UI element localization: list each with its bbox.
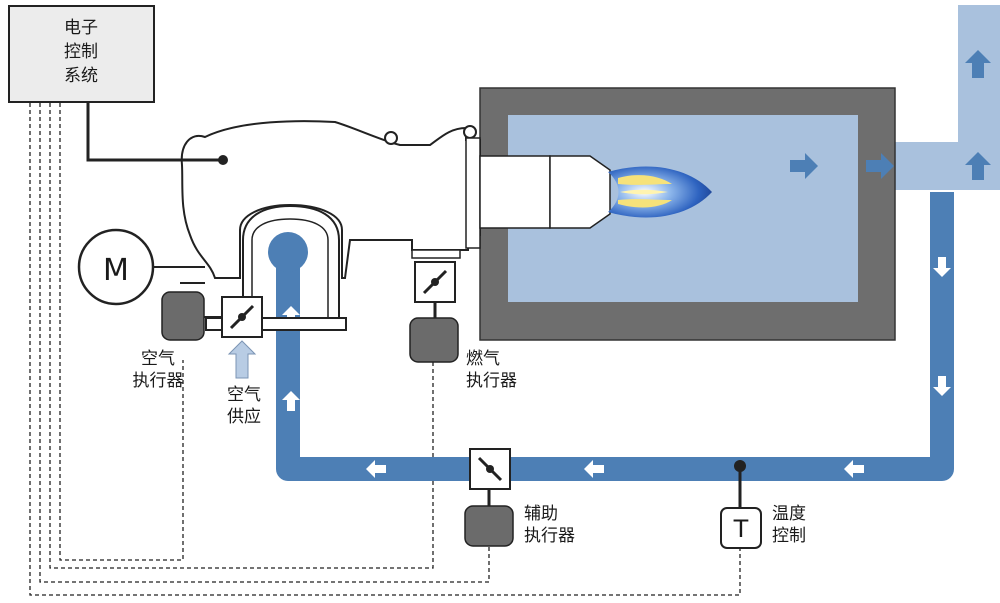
air-actuator-box — [161, 291, 205, 341]
air-supply-label-2: 供应 — [227, 407, 261, 427]
aux-actuator-label-1: 辅助 — [524, 504, 558, 524]
burner-body — [180, 120, 481, 279]
flue-gas-recirculation — [276, 192, 954, 481]
gas-actuator-label-1: 燃气 — [466, 349, 500, 369]
signal-lines — [29, 103, 741, 596]
gas-actuator-label-2: 执行器 — [466, 371, 517, 391]
control-system-box — [8, 5, 155, 103]
recirculation-inlet — [268, 232, 308, 272]
air-supply-label-1: 空气 — [227, 385, 261, 405]
control-link-node — [218, 155, 228, 165]
electronic-control-system: 电子 控制 系统 — [8, 5, 155, 103]
air-actuator-label-1: 空气 — [141, 349, 175, 369]
burner-tube — [465, 137, 611, 249]
flue-arrows — [790, 50, 991, 180]
gas-actuator: 燃气 执行器 — [409, 249, 517, 391]
gas-valve-icon — [414, 261, 456, 303]
air-damper-icon — [221, 296, 263, 338]
motor-icon — [77, 228, 155, 306]
temperature-symbol: T — [733, 515, 749, 543]
air-actuator-label-2: 执行器 — [133, 371, 184, 391]
air-supply: 空气 供应 — [227, 340, 261, 427]
temperature-control-box — [720, 507, 762, 549]
aux-actuator: 辅助 执行器 — [464, 448, 575, 547]
aux-actuator-box — [464, 505, 514, 547]
air-actuator: 空气 执行器 — [133, 291, 263, 391]
control-system-label-1: 电子 — [64, 18, 98, 38]
flame-icon — [608, 166, 712, 218]
air-supply-arrow-icon — [227, 340, 257, 379]
motor-symbol: M — [103, 253, 129, 288]
control-link-line — [86, 102, 223, 162]
control-system-label-2: 控制 — [64, 42, 98, 62]
temperature-sensor-node — [734, 460, 746, 472]
temperature-control-label-2: 控制 — [772, 526, 806, 546]
control-system-label-3: 系统 — [64, 66, 98, 86]
temperature-control: T 温度 控制 — [720, 460, 806, 549]
aux-damper-icon — [469, 448, 511, 490]
temperature-control-label-1: 温度 — [772, 504, 806, 524]
motor: M — [77, 228, 205, 306]
aux-actuator-label-2: 执行器 — [524, 526, 575, 546]
gas-actuator-box — [409, 317, 459, 363]
